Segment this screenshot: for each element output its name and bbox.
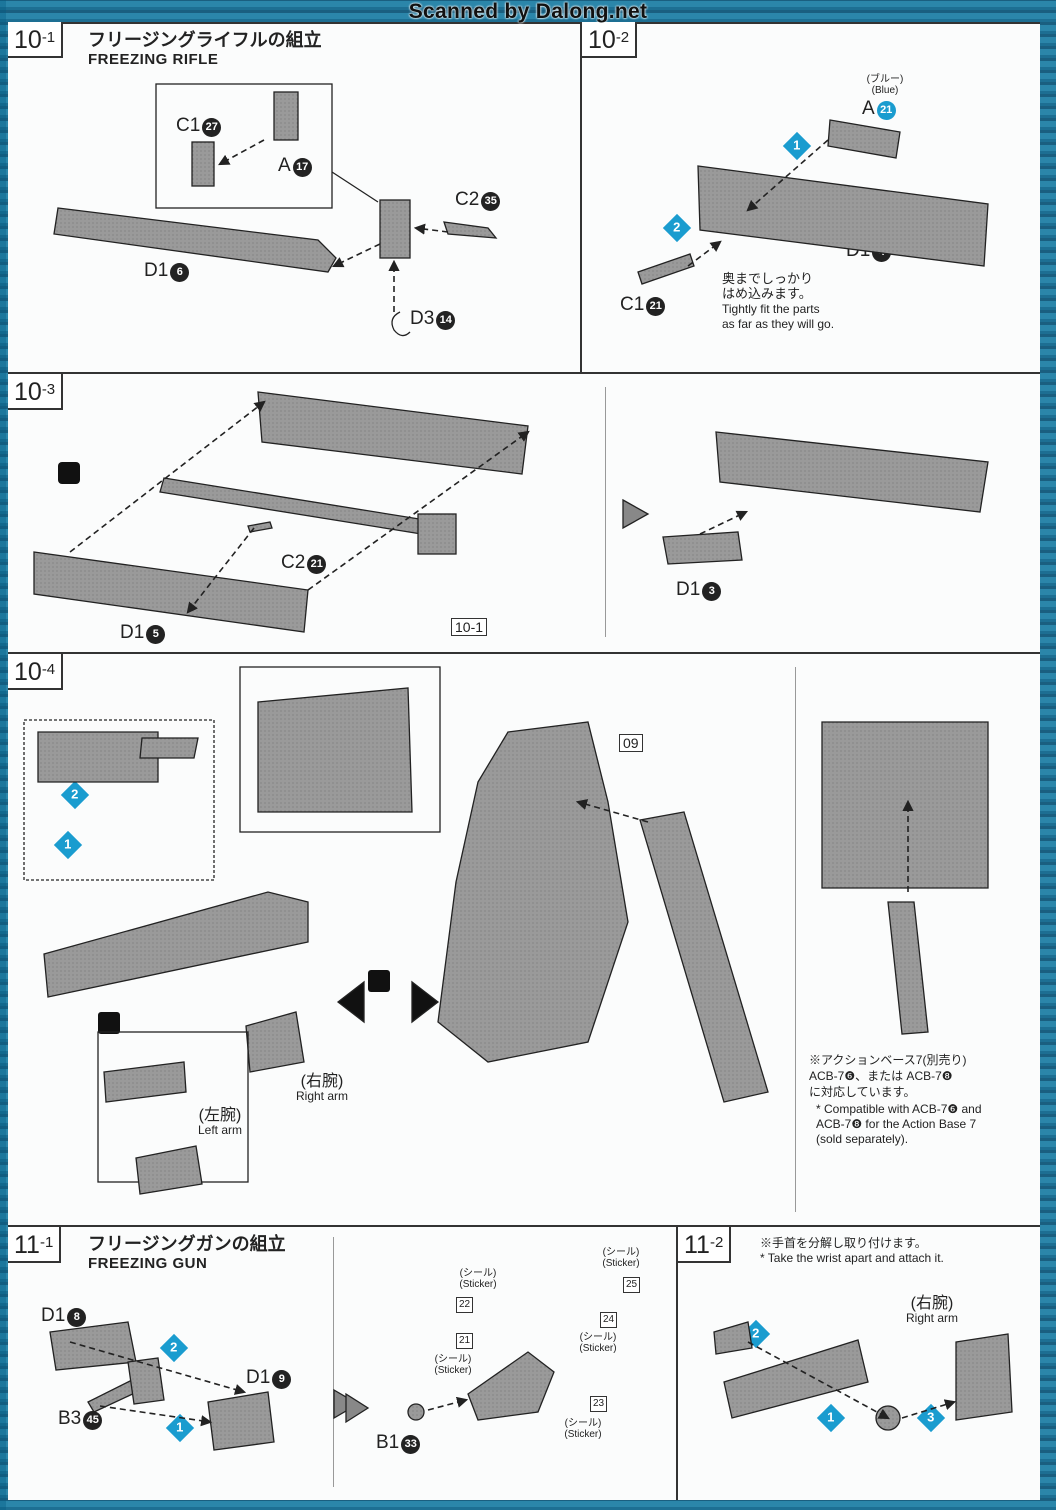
step-number-11-1: 11-1 [8, 1227, 62, 1263]
step-number-10-1: 10-1 [8, 22, 64, 58]
divider-row-3 [8, 1225, 1040, 1227]
reference-09: 09 [619, 734, 643, 752]
reference-10-1: 10-1 [451, 618, 488, 636]
divider-10-3-result [605, 387, 606, 637]
title-en: FREEZING GUN [88, 1255, 208, 1272]
label-right-arm: (右腕) Right arm [906, 1295, 959, 1326]
divider-11-1-result [333, 1237, 334, 1487]
label-right-arm: (右腕) Right arm [296, 1073, 349, 1104]
cement-icon [58, 462, 80, 484]
note-action-base-jp: ※アクションベース7(別売り) ACB-7❻、または ACB-7❽ に対応してい… [809, 1053, 967, 1099]
divider-row-2 [8, 652, 1040, 654]
note-wrist: ※手首を分解し取り付けます。 * Take the wrist apart an… [760, 1236, 944, 1265]
sticker-21: 21 [456, 1333, 473, 1349]
transform-icon [98, 1012, 120, 1034]
title-jp: フリージングライフルの組立 [88, 30, 322, 50]
title-jp: フリージングガンの組立 [88, 1234, 286, 1254]
divider-10-4-note [795, 667, 796, 1212]
note-action-base-en: * Compatible with ACB-7❻ and ACB-7❽ for … [816, 1102, 982, 1146]
label-left-arm: (左腕) Left arm [198, 1107, 243, 1138]
title-en: FREEZING RIFLE [88, 51, 219, 68]
step-number-10-3: 10-3 [8, 374, 64, 410]
sticker-24: 24 [600, 1312, 617, 1328]
sticker-22: 22 [456, 1297, 473, 1313]
sticker-label: (シール)(Sticker) [579, 1332, 617, 1354]
border-top [8, 22, 1040, 24]
divider-col-11-1 [676, 1225, 678, 1500]
step-number-10-4: 10-4 [8, 654, 64, 690]
color-label-blue: (ブルー)(Blue) [866, 74, 904, 96]
sticker-label: (シール)(Sticker) [459, 1268, 497, 1290]
step-number-10-2: 10-2 [582, 22, 638, 58]
sticker-23: 23 [590, 1396, 607, 1412]
assembly-illustrations [23, 83, 1013, 1451]
note-fit-en: Tightly fit the parts as far as they wil… [722, 302, 835, 331]
sticker-label: (シール)(Sticker) [602, 1247, 640, 1269]
sticker-25: 25 [623, 1277, 640, 1293]
step-number-11-2: 11-2 [678, 1227, 732, 1263]
divider-col-10-1 [580, 22, 582, 372]
title-freezing-gun: フリージングガンの組立 FREEZING GUN [88, 1234, 286, 1274]
divider-row-1 [8, 372, 1040, 374]
sticker-label: (シール)(Sticker) [434, 1354, 472, 1376]
transform-icon-center [368, 970, 390, 992]
scanner-watermark: Scanned by Dalong.net [408, 0, 648, 23]
note-fit-jp: 奥までしっかり はめ込みます。 [722, 271, 814, 301]
sticker-label: (シール)(Sticker) [564, 1418, 602, 1440]
title-freezing-rifle: フリージングライフルの組立 FREEZING RIFLE [88, 30, 322, 70]
